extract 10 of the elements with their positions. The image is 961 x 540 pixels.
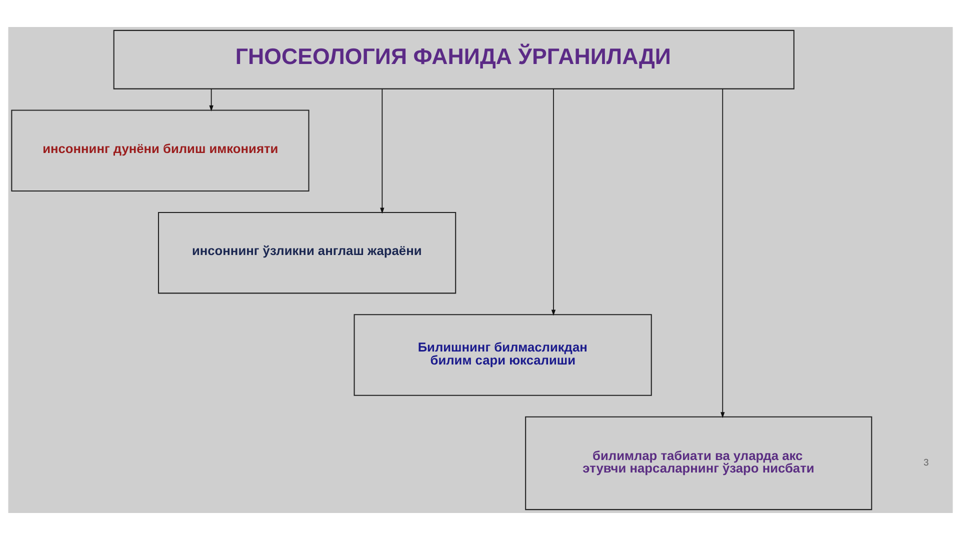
node-box: билимлар табиати ва уларда акс этувчи нарсаларнинг ўзаро нисбати [525, 416, 872, 510]
arrow [720, 88, 725, 418]
node-box: Билишнинг билмасликдан билим сари юксалиши [354, 314, 652, 396]
node-box: инсоннинг дунёни билиш имконияти [11, 110, 310, 192]
arrow [551, 88, 556, 316]
label: 3 [924, 458, 929, 469]
node-box: инсоннинг ўзликни англаш жараёни [158, 212, 456, 294]
arrow [380, 88, 384, 214]
arrow [209, 88, 214, 112]
node-box: ГНОСЕОЛОГИЯ ФАНИДА ЎРГАНИЛАДИ [113, 30, 794, 90]
